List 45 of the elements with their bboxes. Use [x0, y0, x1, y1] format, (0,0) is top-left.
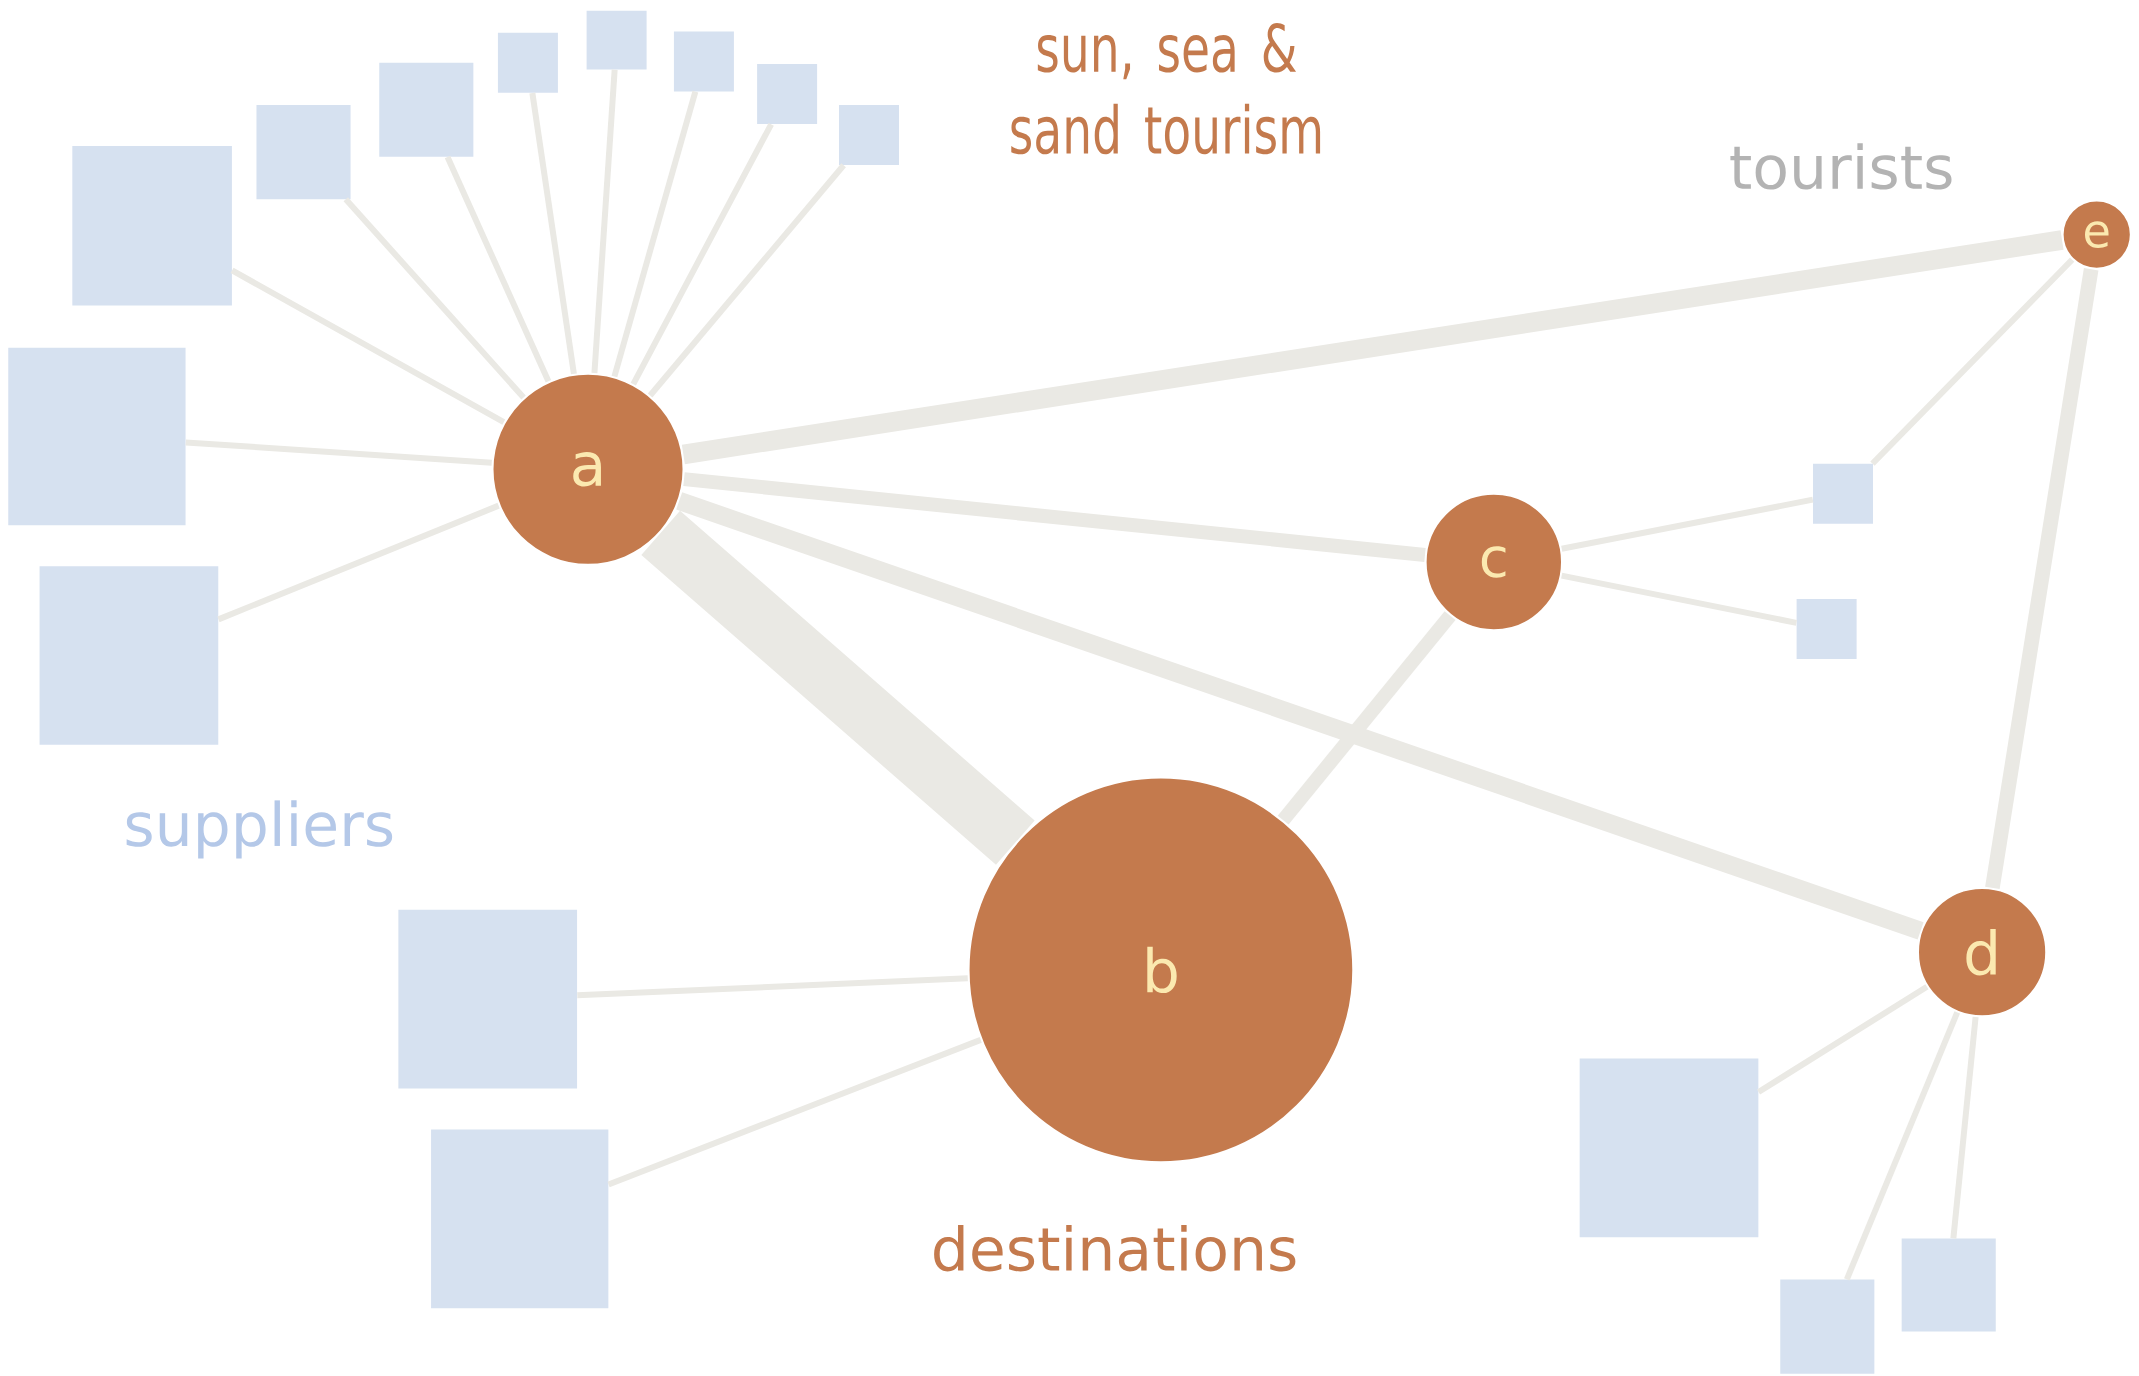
connector-line — [591, 69, 618, 374]
square — [39, 566, 219, 745]
square — [256, 105, 351, 200]
connector-line — [1870, 257, 2075, 466]
connector-line — [1277, 611, 1456, 825]
square — [1579, 1058, 1759, 1238]
connector-line — [681, 230, 2064, 465]
connector-line — [529, 92, 577, 375]
connector-line — [1561, 572, 1797, 626]
connector-line — [444, 155, 552, 383]
connector-line — [676, 492, 1924, 940]
square — [1901, 1238, 1996, 1332]
square — [398, 909, 578, 1089]
connector-line — [607, 1037, 982, 1188]
square — [1780, 1279, 1875, 1374]
connector-line — [1950, 1016, 1979, 1239]
connector-line — [577, 975, 968, 999]
connector-line — [611, 90, 699, 378]
connector-line — [1561, 496, 1814, 552]
connector-line — [230, 267, 506, 425]
square — [497, 32, 558, 93]
category-label: suppliers — [126, 800, 393, 859]
square — [8, 347, 186, 526]
connector-line — [641, 510, 1035, 865]
square — [586, 10, 647, 70]
square — [72, 146, 232, 306]
square — [839, 105, 899, 166]
square — [757, 64, 818, 125]
square — [673, 31, 734, 92]
connector-line — [343, 197, 526, 400]
category-label: sun, sea & sand tourism — [1011, 23, 1321, 155]
connector-line — [683, 472, 1426, 562]
square — [1796, 598, 1857, 659]
square — [379, 62, 474, 157]
connector-line — [647, 163, 846, 398]
connector-line — [1756, 984, 1929, 1095]
category-label: tourists — [1730, 143, 1952, 190]
connector-line — [1985, 268, 2099, 890]
square — [431, 1129, 609, 1309]
connector-line — [630, 122, 774, 386]
square — [1813, 463, 1873, 524]
category-label: destinations — [934, 1225, 1296, 1272]
connector-line — [217, 502, 500, 623]
connector-line — [185, 439, 492, 466]
connector-line — [1844, 1011, 1960, 1281]
